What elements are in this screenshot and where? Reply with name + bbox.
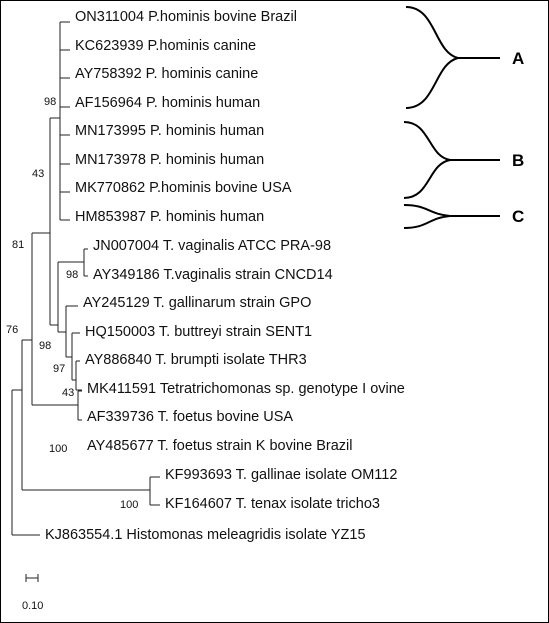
group-label-a: A xyxy=(512,49,524,68)
taxon-label: HM853987 P. hominis human xyxy=(75,209,264,225)
taxon-label: KF164607 T. tenax isolate tricho3 xyxy=(165,496,380,512)
bootstrap-value: 43 xyxy=(62,387,74,399)
taxon-label: KJ863554.1 Histomonas meleagridis isolat… xyxy=(45,527,366,543)
taxon-label: MN173995 P. hominis human xyxy=(75,123,264,139)
group-brackets: A B C xyxy=(403,6,524,229)
bootstrap-value: 98 xyxy=(44,96,56,108)
taxon-label: MK411591 Tetratrichomonas sp. genotype I… xyxy=(87,381,405,397)
taxon-label: AY886840 T. brumpti isolate THR3 xyxy=(85,352,307,368)
taxon-label: MK770862 P.hominis bovine USA xyxy=(75,180,292,196)
taxon-labels: ON311004 P.hominis bovine Brazil KC62393… xyxy=(45,9,405,543)
taxon-label: ON311004 P.hominis bovine Brazil xyxy=(75,9,297,25)
taxon-label: AY245129 T. gallinarum strain GPO xyxy=(83,295,311,311)
bootstrap-value: 100 xyxy=(120,499,138,511)
taxon-label: AF156964 P. hominis human xyxy=(75,95,260,111)
bootstrap-value: 81 xyxy=(12,239,24,251)
bracket-group-b xyxy=(403,121,451,199)
bootstrap-value: 100 xyxy=(49,443,67,455)
scale-bar: 0.10 xyxy=(22,574,43,612)
taxon-label: AF339736 T. foetus bovine USA xyxy=(87,409,293,425)
taxon-label: JN007004 T. vaginalis ATCC PRA-98 xyxy=(93,238,331,254)
taxon-label: AY349186 T.vaginalis strain CNCD14 xyxy=(93,267,333,283)
taxon-label: HQ150003 T. buttreyi strain SENT1 xyxy=(85,324,312,340)
taxon-label: MN173978 P. hominis human xyxy=(75,152,264,168)
taxon-label: AY758392 P. hominis canine xyxy=(75,66,258,82)
taxon-label: AY485677 T. foetus strain K bovine Brazi… xyxy=(87,438,352,454)
bootstrap-value: 97 xyxy=(53,363,65,375)
group-label-b: B xyxy=(512,151,524,170)
bootstrap-value: 98 xyxy=(39,340,51,352)
bootstrap-value: 98 xyxy=(66,269,78,281)
scale-bar-label: 0.10 xyxy=(22,600,43,612)
taxon-label: KC623939 P.hominis canine xyxy=(75,38,256,54)
bootstrap-values: 98 43 81 98 98 97 43 76 100 100 xyxy=(6,96,138,511)
bracket-group-a xyxy=(405,6,459,109)
bootstrap-value: 76 xyxy=(6,324,18,336)
bootstrap-value: 43 xyxy=(32,168,44,180)
taxon-label: KF993693 T. gallinae isolate OM112 xyxy=(165,467,397,483)
group-label-c: C xyxy=(512,207,524,226)
bracket-group-c xyxy=(403,204,451,229)
tree-branches xyxy=(11,21,160,536)
